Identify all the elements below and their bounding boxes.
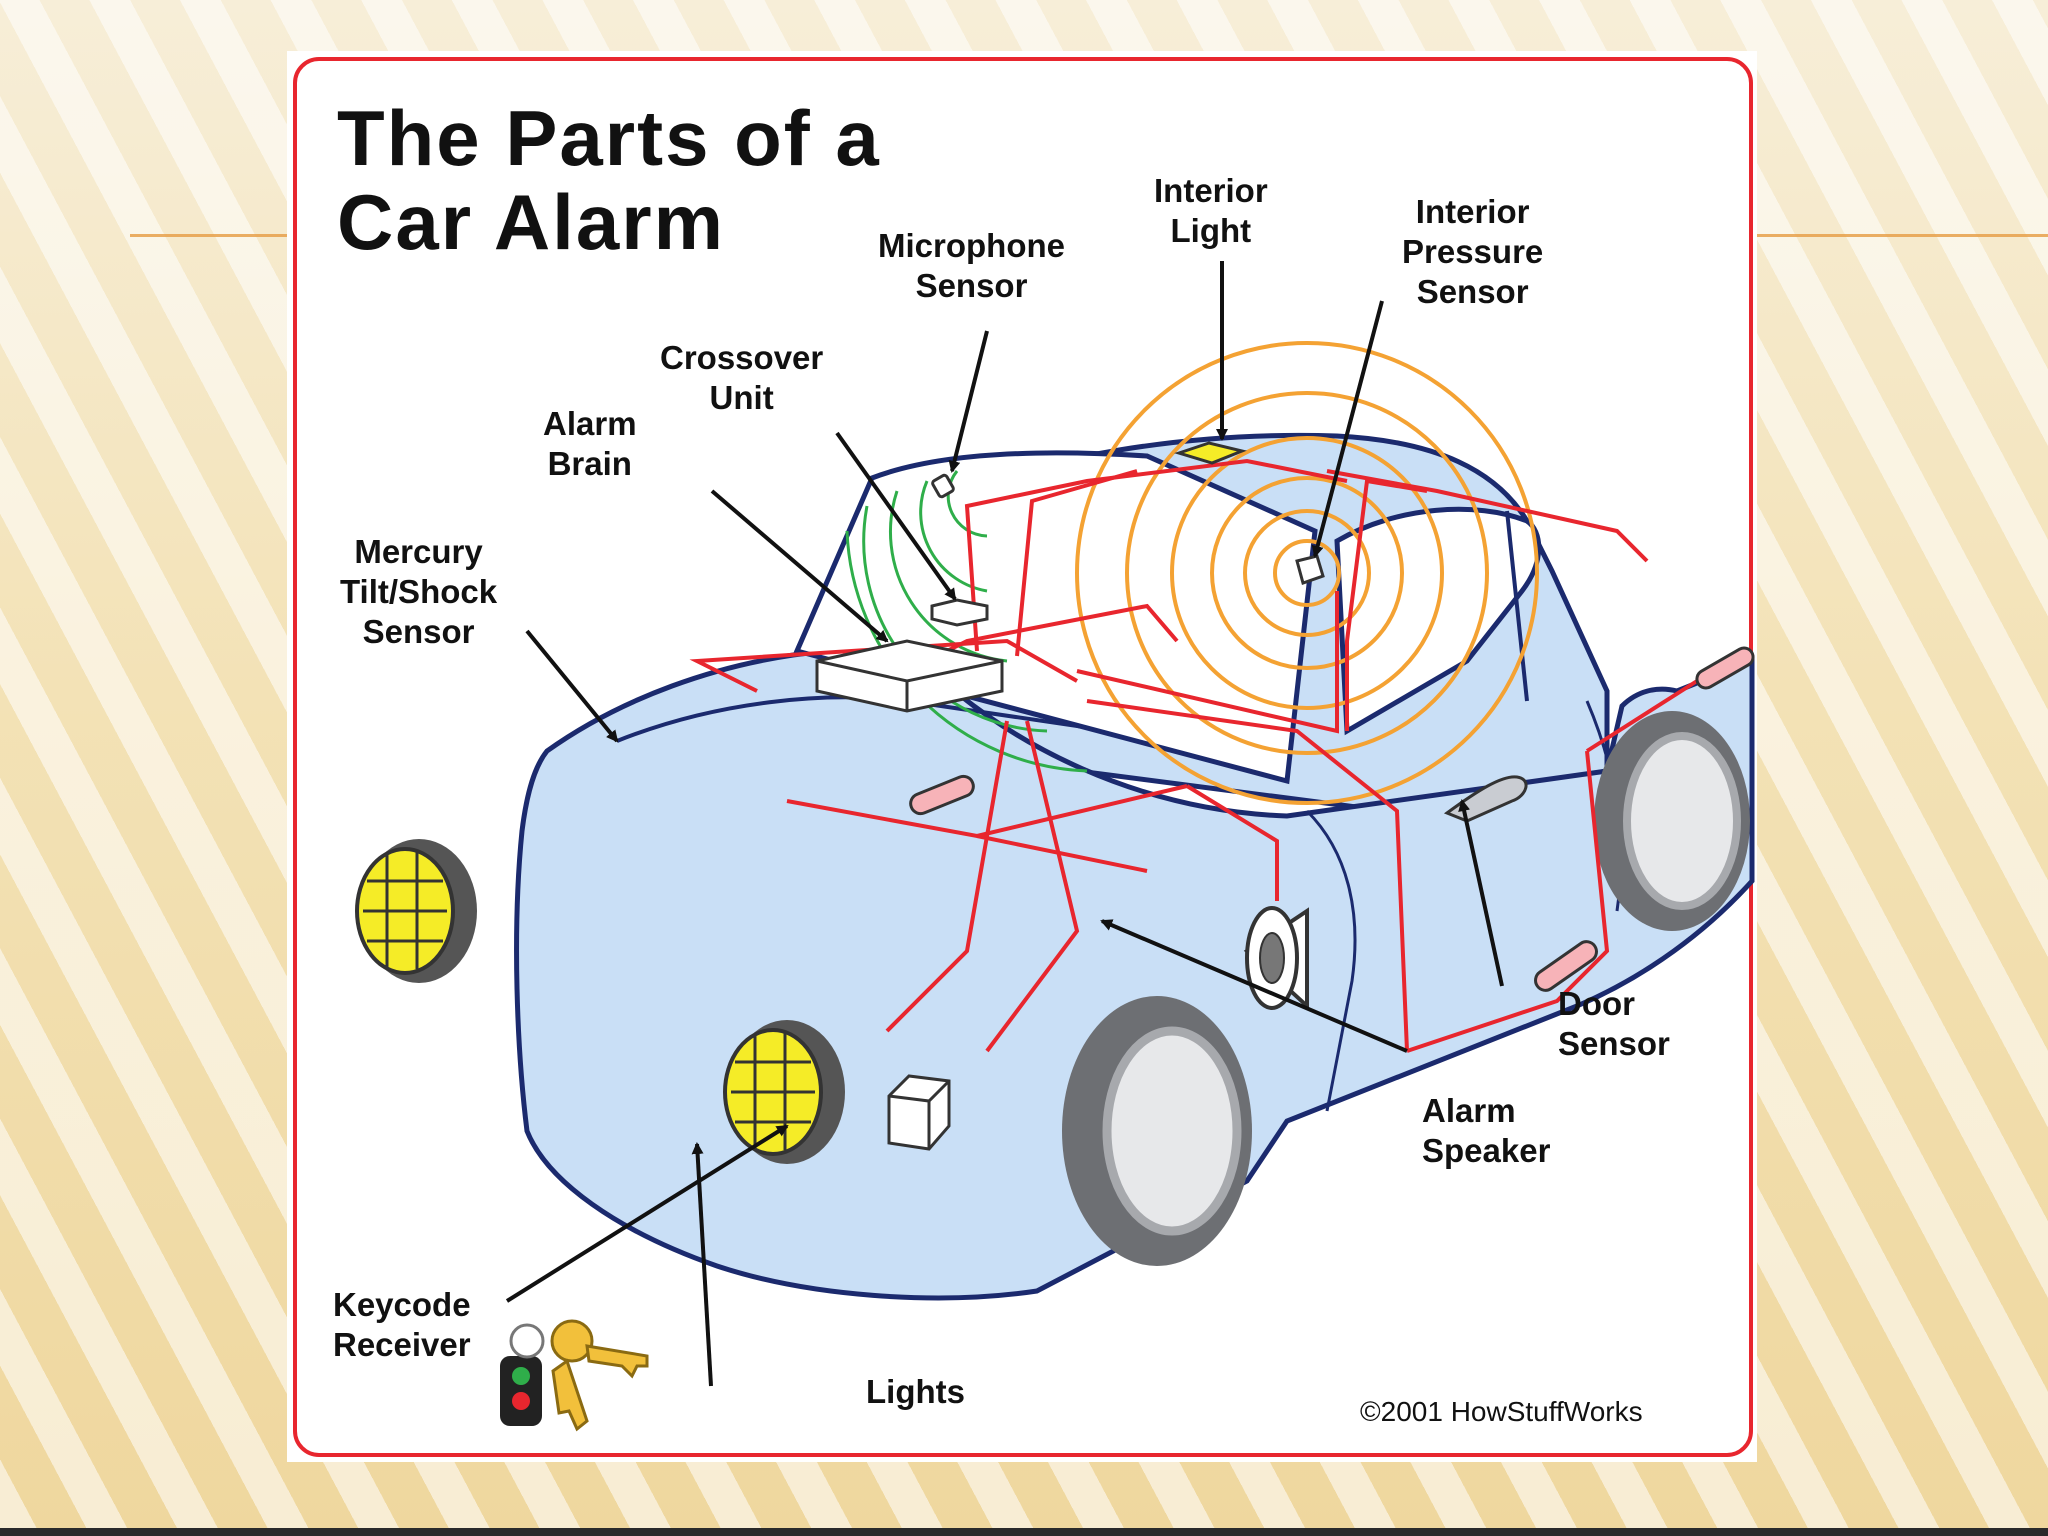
mercury-sensor-rear <box>1695 646 1755 690</box>
callout-arrows <box>505 261 1504 1387</box>
crossover-unit-box <box>930 598 989 627</box>
diagram-title: The Parts of a Car Alarm <box>337 96 881 264</box>
arrow-pressure <box>1311 300 1384 558</box>
arrow-door <box>1458 799 1504 987</box>
label-crossover-unit: Crossover Unit <box>660 339 824 416</box>
label-microphone-sensor: Microphone Sensor <box>878 227 1065 304</box>
door-seam <box>1305 809 1357 1112</box>
car-alarm-diagram <box>355 261 1755 1432</box>
windshield <box>793 450 1318 785</box>
label-interior-pressure-sensor: Interior Pressure Sensor <box>1402 193 1544 310</box>
arrow-mercury <box>525 629 619 743</box>
mercury-sensor-door <box>1534 940 1598 992</box>
title-line-2: Car Alarm <box>337 178 725 266</box>
keycode-receiver-box <box>887 1074 951 1151</box>
rear-wheel <box>1594 711 1750 931</box>
label-alarm-speaker: Alarm Speaker <box>1422 1092 1551 1169</box>
alarm-speaker-device <box>1243 906 1309 1011</box>
arrow-keycode <box>505 1124 789 1303</box>
left-headlight <box>355 839 477 983</box>
mercury-sensor-front <box>909 774 975 816</box>
label-lights: Lights <box>866 1373 965 1410</box>
pressure-sensor-device <box>1295 554 1325 585</box>
label-door-sensor: Door Sensor <box>1558 985 1670 1062</box>
copyright-credit: ©2001 HowStuffWorks <box>1360 1396 1643 1427</box>
label-keycode-receiver: Keycode Receiver <box>333 1286 471 1363</box>
alarm-brain-box <box>815 639 1004 713</box>
front-wheel <box>1062 996 1252 1266</box>
arrow-lights <box>691 1142 713 1387</box>
slide-bottom-edge <box>0 1528 2048 1536</box>
interior-light-device <box>1174 441 1247 465</box>
label-mercury-tilt-shock-sensor: Mercury Tilt/Shock Sensor <box>340 533 498 650</box>
pressure-sensor-waves <box>1075 341 1539 805</box>
key-fob-icon <box>500 1319 649 1432</box>
right-headlight <box>723 1020 845 1164</box>
label-alarm-brain: Alarm Brain <box>543 405 637 482</box>
arrow-speaker <box>1100 919 1408 1053</box>
window-pillar <box>1505 510 1529 702</box>
arrow-microphone <box>948 330 989 473</box>
arrow-alarm-brain <box>710 489 889 643</box>
arrow-crossover <box>835 431 957 601</box>
title-line-1: The Parts of a <box>337 94 881 182</box>
microphone-sensor-device <box>931 473 955 499</box>
label-interior-light: Interior Light <box>1154 172 1268 249</box>
